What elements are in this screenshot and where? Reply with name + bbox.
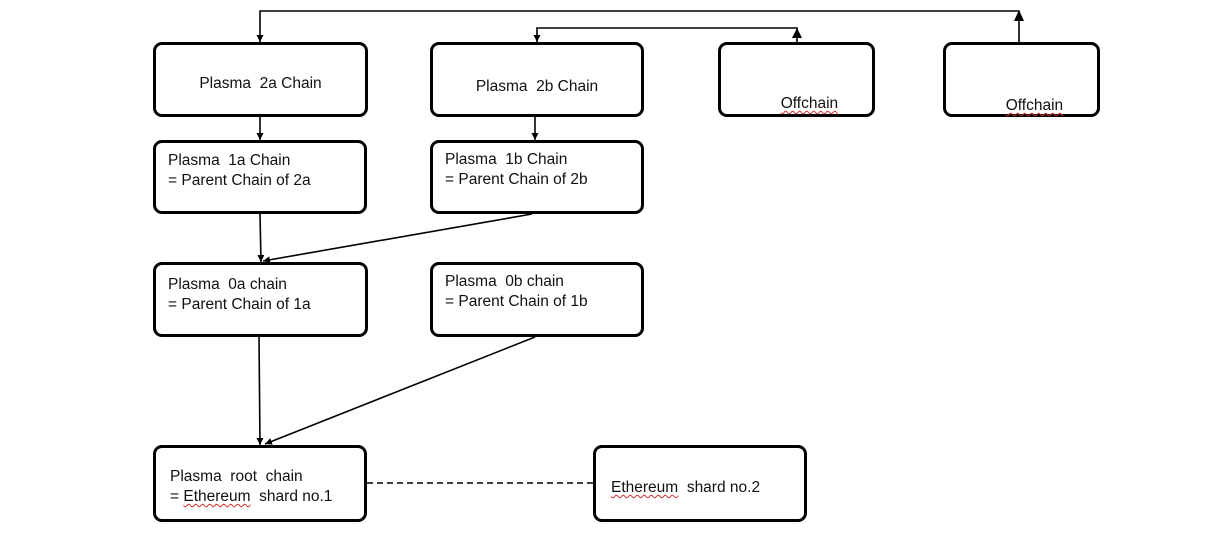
node-offchain-1: Offchain	[718, 42, 875, 117]
node-plasma-2b-label: Plasma 2b Chain	[475, 78, 599, 95]
node-plasma-root-line1: Plasma root chain	[170, 468, 303, 485]
node-plasma-1b-line2: = Parent Chain of 2b	[445, 171, 588, 188]
node-plasma-0a-line2: = Parent Chain of 1a	[168, 296, 311, 313]
edge-plasma-1b-to-0a	[262, 213, 533, 264]
node-plasma-0b-line1: Plasma 0b chain	[445, 273, 564, 290]
node-plasma-0a-chain: Plasma 0a chain = Parent Chain of 1a	[153, 262, 368, 337]
node-plasma-0a-line1: Plasma 0a chain	[168, 276, 287, 293]
edge-plasma-0a-to-root	[256, 336, 264, 446]
node-plasma-1a-line1: Plasma 1a Chain	[168, 152, 291, 169]
node-ethereum-shard-2-suffix: shard no.2	[678, 479, 761, 496]
node-plasma-root-ethereum-word: Ethereum	[183, 488, 251, 505]
edge-offchain-1-to-plasma-2b	[533, 27, 798, 42]
node-offchain-2: Offchain	[943, 42, 1100, 117]
node-plasma-1b-line1: Plasma 1b Chain	[445, 151, 568, 168]
node-plasma-0b-line2: = Parent Chain of 1b	[445, 293, 588, 310]
arrowhead-up-offchain-2	[1014, 10, 1024, 21]
node-plasma-1a-chain: Plasma 1a Chain = Parent Chain of 2a	[153, 140, 367, 214]
node-ethereum-shard-2: Ethereum shard no.2	[593, 445, 807, 522]
node-plasma-1a-line2: = Parent Chain of 2a	[168, 172, 311, 189]
node-plasma-2b-chain: Plasma 2b Chain	[430, 42, 644, 117]
node-offchain-2-label: Offchain	[1005, 97, 1064, 114]
node-plasma-root-line2: = Ethereum shard no.1	[170, 487, 332, 507]
node-plasma-1b-chain: Plasma 1b Chain = Parent Chain of 2b	[430, 140, 644, 214]
node-ethereum-shard-2-word: Ethereum	[611, 479, 679, 496]
node-plasma-2a-chain: Plasma 2a Chain	[153, 42, 368, 117]
node-ethereum-shard-2-label: Ethereum shard no.2	[611, 478, 760, 498]
node-plasma-root-chain: Plasma root chain = Ethereum shard no.1	[153, 445, 367, 522]
node-offchain-1-label: Offchain	[780, 95, 839, 112]
node-plasma-0b-chain: Plasma 0b chain = Parent Chain of 1b	[430, 262, 644, 337]
edge-offchain-2-to-plasma-2a	[256, 10, 1020, 42]
node-plasma-root-line2-prefix: =	[170, 488, 184, 505]
edge-plasma-1a-to-0a	[257, 213, 265, 263]
edge-plasma-0b-to-root	[264, 336, 536, 445]
node-plasma-root-line2-suffix: shard no.1	[250, 488, 333, 505]
node-plasma-2a-label: Plasma 2a Chain	[199, 75, 322, 92]
arrowhead-up-offchain-1	[792, 28, 802, 38]
